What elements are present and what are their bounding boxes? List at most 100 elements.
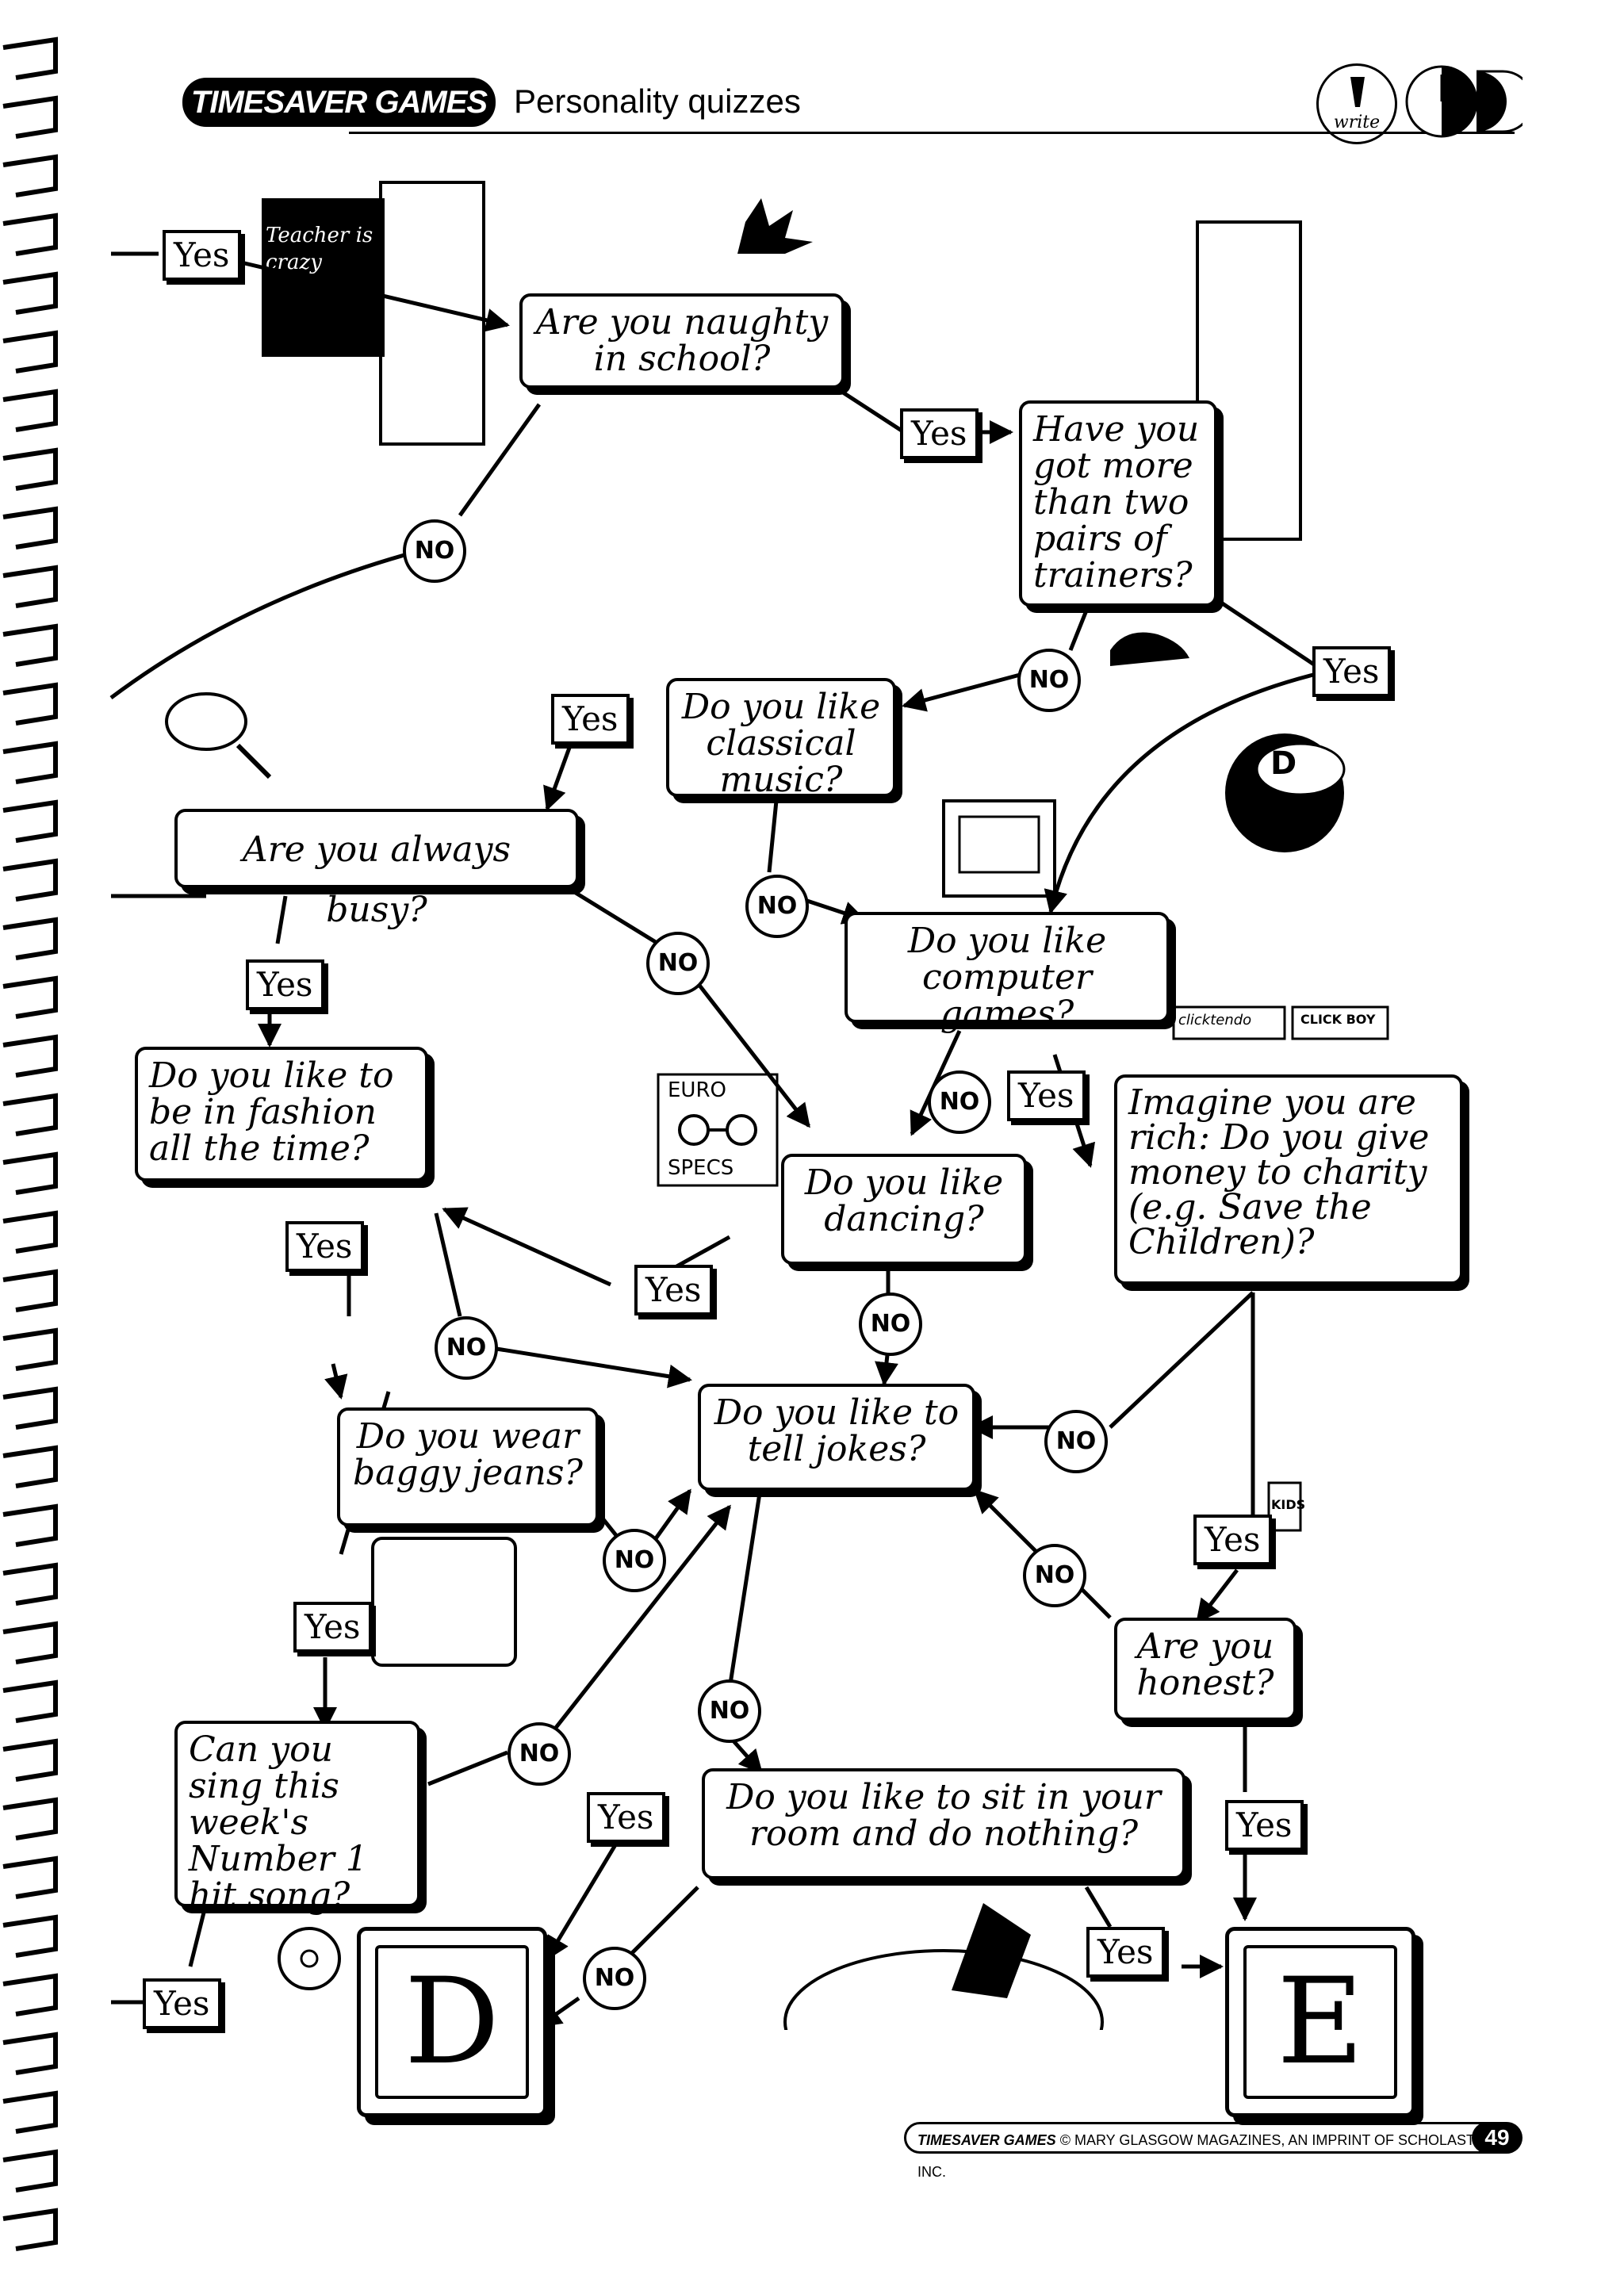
blackboard-icon	[262, 198, 385, 357]
question-fashion: Do you like to be in fashion all the tim…	[135, 1047, 428, 1181]
binding-coil	[2, 1738, 58, 1782]
result-d-letter: D	[375, 1945, 529, 2099]
no-label: NO	[508, 1722, 571, 1786]
question-always-busy: Are you always busy?	[174, 809, 579, 930]
game-box-icon	[1172, 1005, 1286, 1040]
binding-coil	[2, 2208, 58, 2251]
no-label: NO	[1044, 1410, 1108, 1473]
binding-coil	[2, 741, 58, 784]
no-label: NO	[698, 1679, 761, 1743]
binding-coil	[2, 1914, 58, 1958]
write-label: write	[1333, 113, 1381, 132]
cd-icon	[278, 1927, 341, 1990]
result-e: E	[1225, 1927, 1415, 2117]
question-number-one-song: Can you sing this week's Number 1 hit so…	[174, 1721, 420, 1914]
yes-label: Yes	[163, 230, 241, 281]
yes-label: Yes	[551, 694, 630, 745]
binding-coil	[2, 623, 58, 667]
no-label: NO	[928, 1070, 991, 1134]
can-label: KIDS	[1271, 1497, 1306, 1512]
footer-copyright-text: © MARY GLASGOW MAGAZINES, AN IMPRINT OF …	[917, 2132, 1490, 2180]
yes-label: Yes	[1312, 646, 1391, 697]
yes-label: Yes	[1193, 1515, 1272, 1565]
result-d: D	[357, 1927, 547, 2117]
question-dancing: Do you like dancing?	[781, 1154, 1027, 1265]
no-label: NO	[403, 519, 466, 583]
binding-coil	[2, 565, 58, 608]
pen-icon	[1350, 77, 1365, 107]
binding-coil	[2, 1210, 58, 1254]
binding-coil	[2, 1855, 58, 1899]
game-box-label-1: clicktendo	[1178, 1012, 1252, 1028]
time-half-icon	[1405, 65, 1522, 138]
game-box-label-2: CLICK BOY	[1300, 1012, 1376, 1027]
no-label: NO	[1023, 1544, 1086, 1607]
binding-coil	[2, 1445, 58, 1488]
binding-coil	[2, 917, 58, 960]
yes-label: Yes	[143, 1978, 221, 2029]
series-banner: TIMESAVER GAMES	[182, 78, 496, 127]
question-classical-music: Do you like classical music?	[666, 678, 896, 798]
yes-label: Yes	[293, 1602, 372, 1653]
spiral-binding	[2, 36, 58, 2251]
binding-coil	[2, 2032, 58, 2075]
write-icon: write	[1316, 63, 1397, 144]
glasses-sign-bottom: SPECS	[668, 1156, 734, 1180]
trainer-shoe-icon	[1110, 632, 1189, 666]
wardrobe-icon	[1196, 220, 1302, 541]
no-label: NO	[583, 1947, 646, 2010]
binding-coil	[2, 271, 58, 315]
glasses-sign-top: EURO	[668, 1078, 726, 1102]
binding-coil	[2, 330, 58, 373]
binding-coil	[2, 1093, 58, 1136]
splat-icon	[737, 198, 813, 254]
binding-coil	[2, 154, 58, 197]
binding-coil	[2, 975, 58, 1019]
question-trainers: Have you got more than two pairs of trai…	[1019, 400, 1217, 607]
binding-coil	[2, 799, 58, 843]
result-e-letter: E	[1243, 1945, 1397, 2099]
tennis-racket-icon	[165, 692, 247, 751]
yes-label: Yes	[587, 1792, 665, 1843]
yes-label: Yes	[1225, 1800, 1304, 1851]
tv-icon	[371, 1537, 517, 1667]
binding-coil	[2, 389, 58, 432]
question-naughty: Are you naughty in school?	[519, 293, 845, 389]
binding-coil	[2, 1562, 58, 1606]
binding-coil	[2, 36, 58, 80]
binding-coil	[2, 1034, 58, 1078]
cartoon-illustrations	[165, 181, 1389, 2030]
header-rule	[349, 132, 1515, 134]
yes-label: Yes	[285, 1221, 364, 1272]
no-label: NO	[1017, 649, 1081, 712]
computer-icon	[942, 799, 1056, 898]
binding-coil	[2, 506, 58, 550]
footer-copyright: TIMESAVER GAMES © MARY GLASGOW MAGAZINES…	[904, 2122, 1515, 2180]
no-label: NO	[646, 932, 710, 995]
binding-coil	[2, 1973, 58, 2016]
door-icon	[379, 181, 485, 446]
binding-coil	[2, 858, 58, 902]
question-do-nothing: Do you like to sit in your room and do n…	[702, 1768, 1185, 1879]
can-icon	[1267, 1481, 1302, 1532]
binding-coil	[2, 1269, 58, 1312]
page-title: Personality quizzes	[514, 82, 801, 120]
binding-coil	[2, 1151, 58, 1195]
question-baggy-jeans: Do you wear baggy jeans?	[337, 1407, 599, 1526]
question-honest: Are you honest?	[1114, 1618, 1297, 1721]
binding-coil	[2, 2149, 58, 2193]
page-number: 49	[1472, 2122, 1522, 2154]
no-label: NO	[859, 1293, 922, 1356]
binding-coil	[2, 2090, 58, 2134]
footer-brand: TIMESAVER GAMES	[917, 2132, 1056, 2148]
game-box-icon-2	[1291, 1005, 1389, 1040]
no-label: NO	[435, 1316, 498, 1380]
question-computer-games: Do you like computer games?	[845, 912, 1170, 1032]
yes-label: Yes	[1007, 1070, 1086, 1121]
beanbag-icon	[783, 1949, 1104, 2030]
binding-coil	[2, 682, 58, 726]
no-label: NO	[745, 875, 809, 938]
question-charity: Imagine you are rich: Do you give money …	[1114, 1074, 1463, 1285]
question-tell-jokes: Do you like to tell jokes?	[698, 1384, 975, 1491]
no-label: NO	[603, 1529, 666, 1592]
